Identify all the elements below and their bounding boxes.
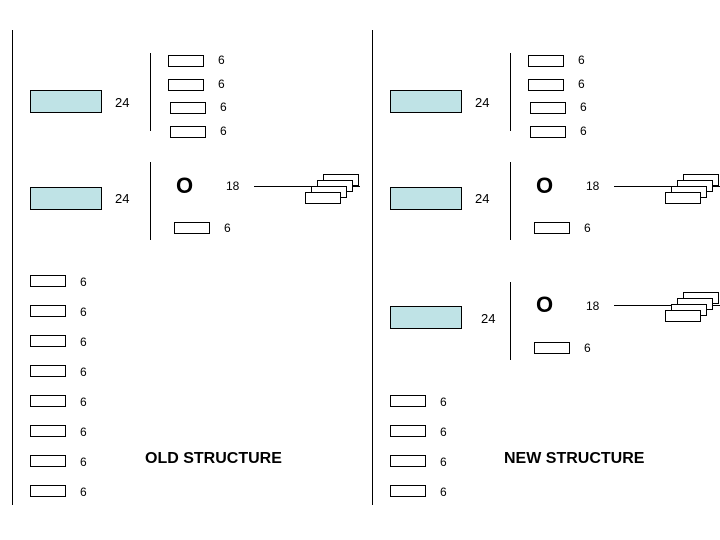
new-top-child-box xyxy=(528,55,564,67)
old-top-child-box xyxy=(170,102,206,114)
old-list-box xyxy=(30,395,66,407)
new-third-parent-label: 24 xyxy=(481,311,496,326)
new-third-child-label: 6 xyxy=(584,341,591,355)
new-count-label: 18 xyxy=(586,179,600,193)
old-connector-line xyxy=(254,186,360,187)
old-second-bracket xyxy=(150,162,151,240)
new-connector-line xyxy=(614,305,720,306)
old-list-label: 6 xyxy=(80,305,87,319)
old-list-label: 6 xyxy=(80,395,87,409)
new-document-stack-icon xyxy=(665,172,720,212)
old-second-child-box xyxy=(174,222,210,234)
old-list-box xyxy=(30,275,66,287)
old-second-parent-label: 24 xyxy=(115,191,130,206)
new-list-box xyxy=(390,455,426,467)
new-top-child-label: 6 xyxy=(578,53,585,67)
new-connector-line xyxy=(614,186,720,187)
new-structure-title: NEW STRUCTURE xyxy=(504,450,645,467)
old-top-child-label: 6 xyxy=(218,77,225,91)
old-list-box xyxy=(30,305,66,317)
old-count-label: 18 xyxy=(226,179,240,193)
new-list-box xyxy=(390,485,426,497)
new-list-label: 6 xyxy=(440,485,447,499)
new-third-bracket xyxy=(510,282,511,360)
old-node-marker: O xyxy=(176,173,194,198)
old-top-child-box xyxy=(168,55,204,67)
left-border-line xyxy=(12,30,13,505)
new-third-child-box xyxy=(534,342,570,354)
old-list-box xyxy=(30,485,66,497)
old-top-parent-box xyxy=(30,90,102,113)
old-structure-title: OLD STRUCTURE xyxy=(145,450,282,467)
new-list-label: 6 xyxy=(440,425,447,439)
new-top-child-label: 6 xyxy=(580,124,587,138)
new-list-label: 6 xyxy=(440,455,447,469)
old-top-child-box xyxy=(170,126,206,138)
new-third-parent-box xyxy=(390,306,462,329)
new-top-child-label: 6 xyxy=(578,77,585,91)
new-list-box xyxy=(390,425,426,437)
old-list-label: 6 xyxy=(80,335,87,349)
new-node-marker: O xyxy=(536,292,554,317)
old-top-parent-label: 24 xyxy=(115,95,130,110)
new-top-child-box xyxy=(530,102,566,114)
old-top-child-label: 6 xyxy=(220,124,227,138)
old-list-box xyxy=(30,425,66,437)
new-list-label: 6 xyxy=(440,395,447,409)
new-second-parent-box xyxy=(390,187,462,210)
old-list-box xyxy=(30,365,66,377)
new-top-bracket xyxy=(510,53,511,131)
old-second-parent-box xyxy=(30,187,102,210)
old-document-stack-icon xyxy=(305,172,365,212)
old-list-box xyxy=(30,335,66,347)
center-divider-line xyxy=(372,30,373,505)
new-second-bracket xyxy=(510,162,511,240)
old-top-child-box xyxy=(168,79,204,91)
new-top-child-box xyxy=(530,126,566,138)
new-node-marker: O xyxy=(536,173,554,198)
new-second-parent-label: 24 xyxy=(475,191,490,206)
old-top-child-label: 6 xyxy=(220,100,227,114)
new-top-parent-box xyxy=(390,90,462,113)
old-list-box xyxy=(30,455,66,467)
new-list-box xyxy=(390,395,426,407)
new-top-child-label: 6 xyxy=(580,100,587,114)
old-list-label: 6 xyxy=(80,455,87,469)
new-top-child-box xyxy=(528,79,564,91)
old-list-label: 6 xyxy=(80,425,87,439)
new-count-label: 18 xyxy=(586,299,600,313)
old-top-child-label: 6 xyxy=(218,53,225,67)
new-document-stack-icon xyxy=(665,290,720,330)
new-top-parent-label: 24 xyxy=(475,95,490,110)
old-second-child-label: 6 xyxy=(224,221,231,235)
new-second-child-box xyxy=(534,222,570,234)
new-second-child-label: 6 xyxy=(584,221,591,235)
old-list-label: 6 xyxy=(80,275,87,289)
old-list-label: 6 xyxy=(80,365,87,379)
old-list-label: 6 xyxy=(80,485,87,499)
old-top-bracket xyxy=(150,53,151,131)
